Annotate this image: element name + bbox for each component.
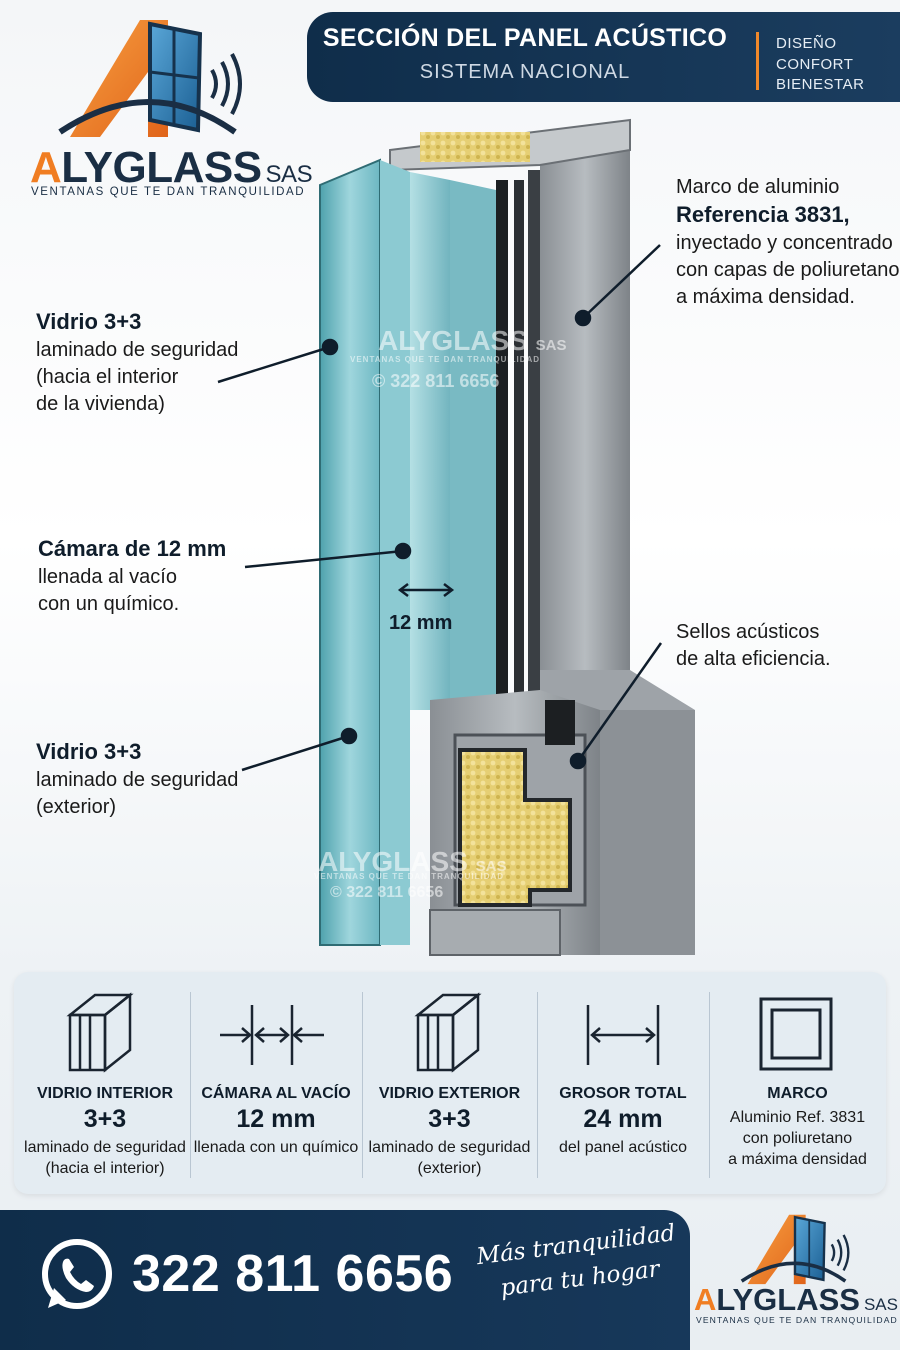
spec-interior-glass: VIDRIO INTERIOR 3+3 laminado de segurida… (24, 1085, 186, 1177)
thickness-icon (586, 1005, 660, 1065)
annotation-frame: Marco de aluminio Referencia 3831, inyec… (676, 176, 900, 308)
annotation-exterior-glass: Vidrio 3+3 laminado de seguridad (exteri… (36, 739, 239, 818)
watermark-phone-top: © 322 811 6656 (372, 371, 500, 391)
page-title: SECCIÓN DEL PANEL ACÚSTICO (322, 24, 728, 52)
spec-divider (362, 992, 363, 1178)
watermark-tagline-top: VENTANAS QUE TE DAN TRANQUILIDAD (350, 355, 541, 364)
spec-total-thickness: GROSOR TOTAL 24 mm del panel acústico (558, 1085, 688, 1156)
spec-bar (14, 972, 886, 1194)
phone-number[interactable]: 322 811 6656 (132, 1245, 454, 1303)
annotation-interior-glass: Vidrio 3+3 laminado de seguridad (hacia … (36, 309, 239, 415)
gap-label: 12 mm (389, 612, 453, 634)
header-banner (307, 12, 900, 102)
watermark-tagline-bottom: VENTANAS QUE TE DAN TRANQUILIDAD (314, 872, 505, 881)
spec-divider (537, 992, 538, 1178)
header-divider (756, 32, 759, 90)
tag-comfort: CONFORT (776, 55, 854, 73)
annotation-seals: Sellos acústicos de alta eficiencia. (676, 621, 831, 670)
spec-exterior-glass: VIDRIO EXTERIOR 3+3 laminado de segurida… (368, 1085, 531, 1177)
watermark-brand-top: ALYGLASS SAS (378, 325, 567, 356)
spec-divider (709, 992, 710, 1178)
brand-tagline: VENTANAS QUE TE DAN TRANQUILIDAD (31, 186, 306, 198)
tag-wellbeing: BIENESTAR (776, 76, 865, 93)
spec-divider (190, 992, 191, 1178)
logo-icon (740, 1214, 850, 1285)
logo-icon (58, 20, 242, 137)
panel-cross-section (319, 118, 695, 956)
whatsapp-icon[interactable] (38, 1236, 116, 1314)
glass-pane-icon (66, 992, 134, 1073)
glass-pane-icon (414, 992, 482, 1073)
page-subtitle: SISTEMA NACIONAL (419, 61, 631, 83)
header-tags: DISEÑO CONFORT BIENESTAR (776, 34, 896, 96)
spec-frame: MARCO Aluminio Ref. 3831 con poliuretano… (728, 1085, 867, 1168)
watermark-phone-bottom: © 322 811 6656 (330, 884, 444, 901)
tag-design: DISEÑO (776, 35, 837, 52)
spec-vacuum-chamber: CÁMARA AL VACÍO 12 mm llenada con un quí… (193, 1085, 359, 1156)
footer-brand-tagline: VENTANAS QUE TE DAN TRANQUILIDAD (696, 1315, 898, 1325)
frame-icon (759, 997, 833, 1071)
footer-bar (0, 1210, 690, 1350)
gap-arrows-icon (220, 1005, 324, 1065)
watermark-brand-bottom: ALYGLASS SAS (318, 846, 507, 877)
annotation-chamber: Cámara de 12 mm llenada al vacío con un … (38, 536, 227, 615)
